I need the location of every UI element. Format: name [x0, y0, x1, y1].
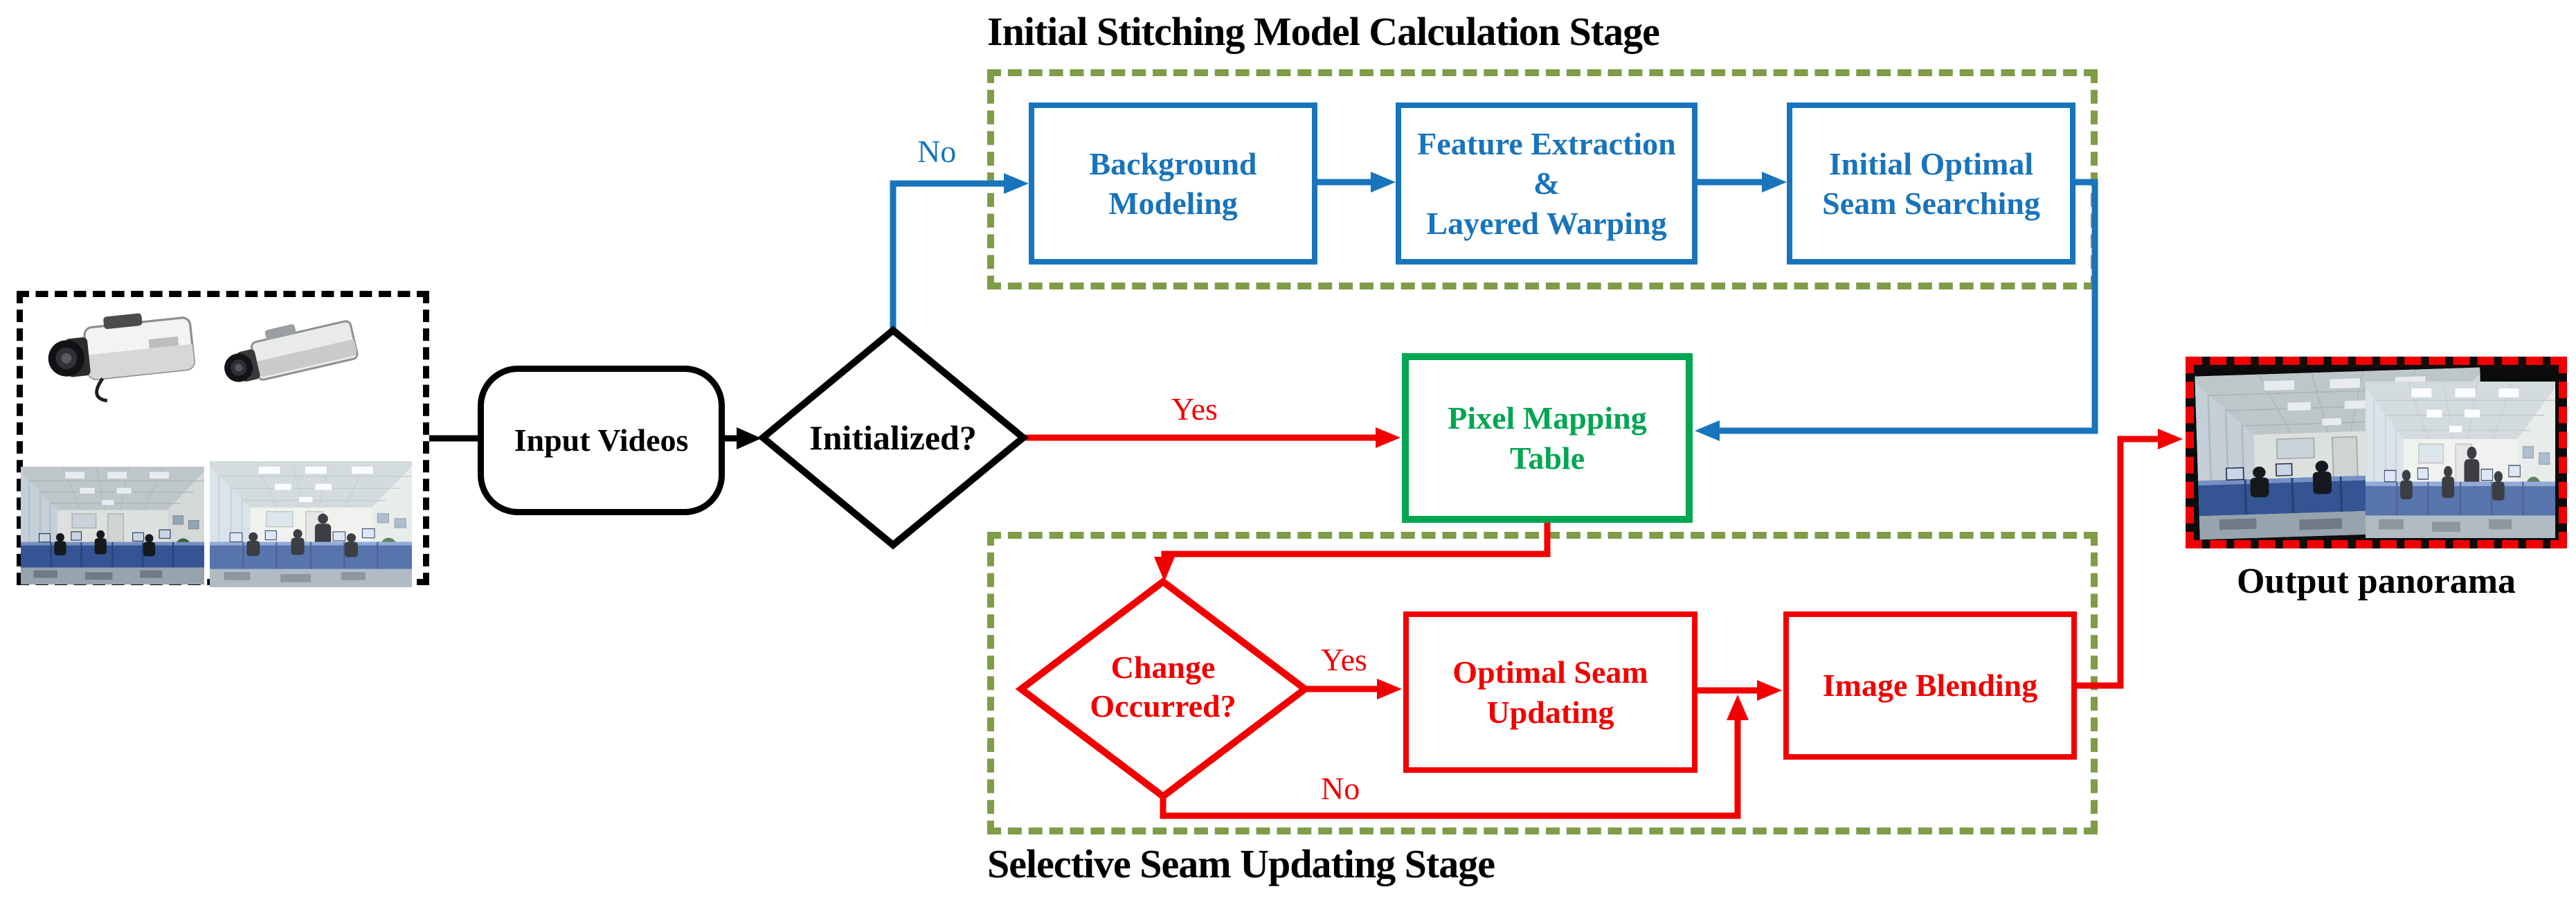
node-optimal-seam-updating: Optimal Seam Updating — [1403, 611, 1697, 773]
pixel-mapping-label: Pixel Mapping Table — [1448, 400, 1647, 476]
node-initialized-label: Initialized? — [809, 418, 977, 457]
arrowhead-image-blending — [1757, 680, 1782, 701]
edge-seamsearch-to-pixelmapping — [1718, 179, 2098, 434]
node-pixel-mapping-table: Pixel Mapping Table — [1402, 353, 1693, 523]
node-seam-searching: Initial Optimal Seam Searching — [1787, 102, 2075, 265]
diamond-initialized — [757, 325, 1029, 550]
feature-extraction-line2: & — [1533, 166, 1560, 202]
feature-extraction-label: Feature Extraction & Layered Warping — [1417, 124, 1675, 244]
input-videos-label: Input Videos — [514, 422, 689, 458]
arrowhead-panorama — [2158, 429, 2183, 449]
camera-photo-2 — [218, 294, 370, 418]
edge-label-yes-change: Yes — [1321, 642, 1367, 677]
arrowhead-pixelmapping-left — [1376, 427, 1400, 448]
feature-extraction-line1: Feature Extraction — [1417, 125, 1676, 161]
arrowhead-to-initialized — [737, 427, 762, 449]
node-change-occurred-label: Change Occurred? — [1090, 650, 1236, 724]
edge-blending-to-panorama — [2077, 436, 2159, 689]
output-panorama-label: Output panorama — [2236, 562, 2516, 601]
edge-no-to-background-modeling — [890, 180, 1005, 328]
node-background-modeling: Background Modeling — [1029, 102, 1317, 265]
diamond-change-occurred — [1015, 577, 1311, 801]
edge-label-yes-initialized: Yes — [1171, 391, 1218, 427]
output-panorama-photo — [2186, 357, 2567, 548]
arrowhead-feature-extraction — [1371, 172, 1396, 193]
arrowhead-seam-updating — [1377, 679, 1402, 699]
camera-photo-1 — [42, 298, 211, 412]
input-frame-photo-left — [21, 467, 204, 584]
image-blending-label: Image Blending — [1822, 668, 2038, 704]
arrowhead-seam-searching — [1762, 172, 1787, 193]
arrowhead-background-modeling — [1004, 173, 1029, 194]
background-modeling-label: Background Modeling — [1089, 145, 1257, 222]
stage1-title: Initial Stitching Model Calculation Stag… — [987, 9, 1660, 54]
arrowhead-no-return — [1727, 695, 1749, 720]
edge-label-no-initialized: No — [917, 134, 957, 169]
node-feature-extraction: Feature Extraction & Layered Warping — [1396, 102, 1697, 265]
feature-extraction-line3: Layered Warping — [1426, 205, 1667, 241]
node-input-videos: Input Videos — [478, 366, 725, 515]
seam-searching-label: Initial Optimal Seam Searching — [1822, 145, 2040, 222]
arrowhead-pixelmapping-right — [1695, 420, 1720, 441]
edge-pixelmapping-to-change — [1161, 521, 1551, 557]
input-frame-photo-right — [210, 461, 412, 587]
arrowhead-change-occurred — [1154, 557, 1175, 582]
stage2-title: Selective Seam Updating Stage — [987, 841, 1495, 886]
edge-no-return — [1160, 719, 1741, 819]
seam-updating-label: Optimal Seam Updating — [1452, 654, 1648, 730]
node-image-blending: Image Blending — [1783, 611, 2077, 760]
edge-label-no-change: No — [1321, 771, 1360, 806]
